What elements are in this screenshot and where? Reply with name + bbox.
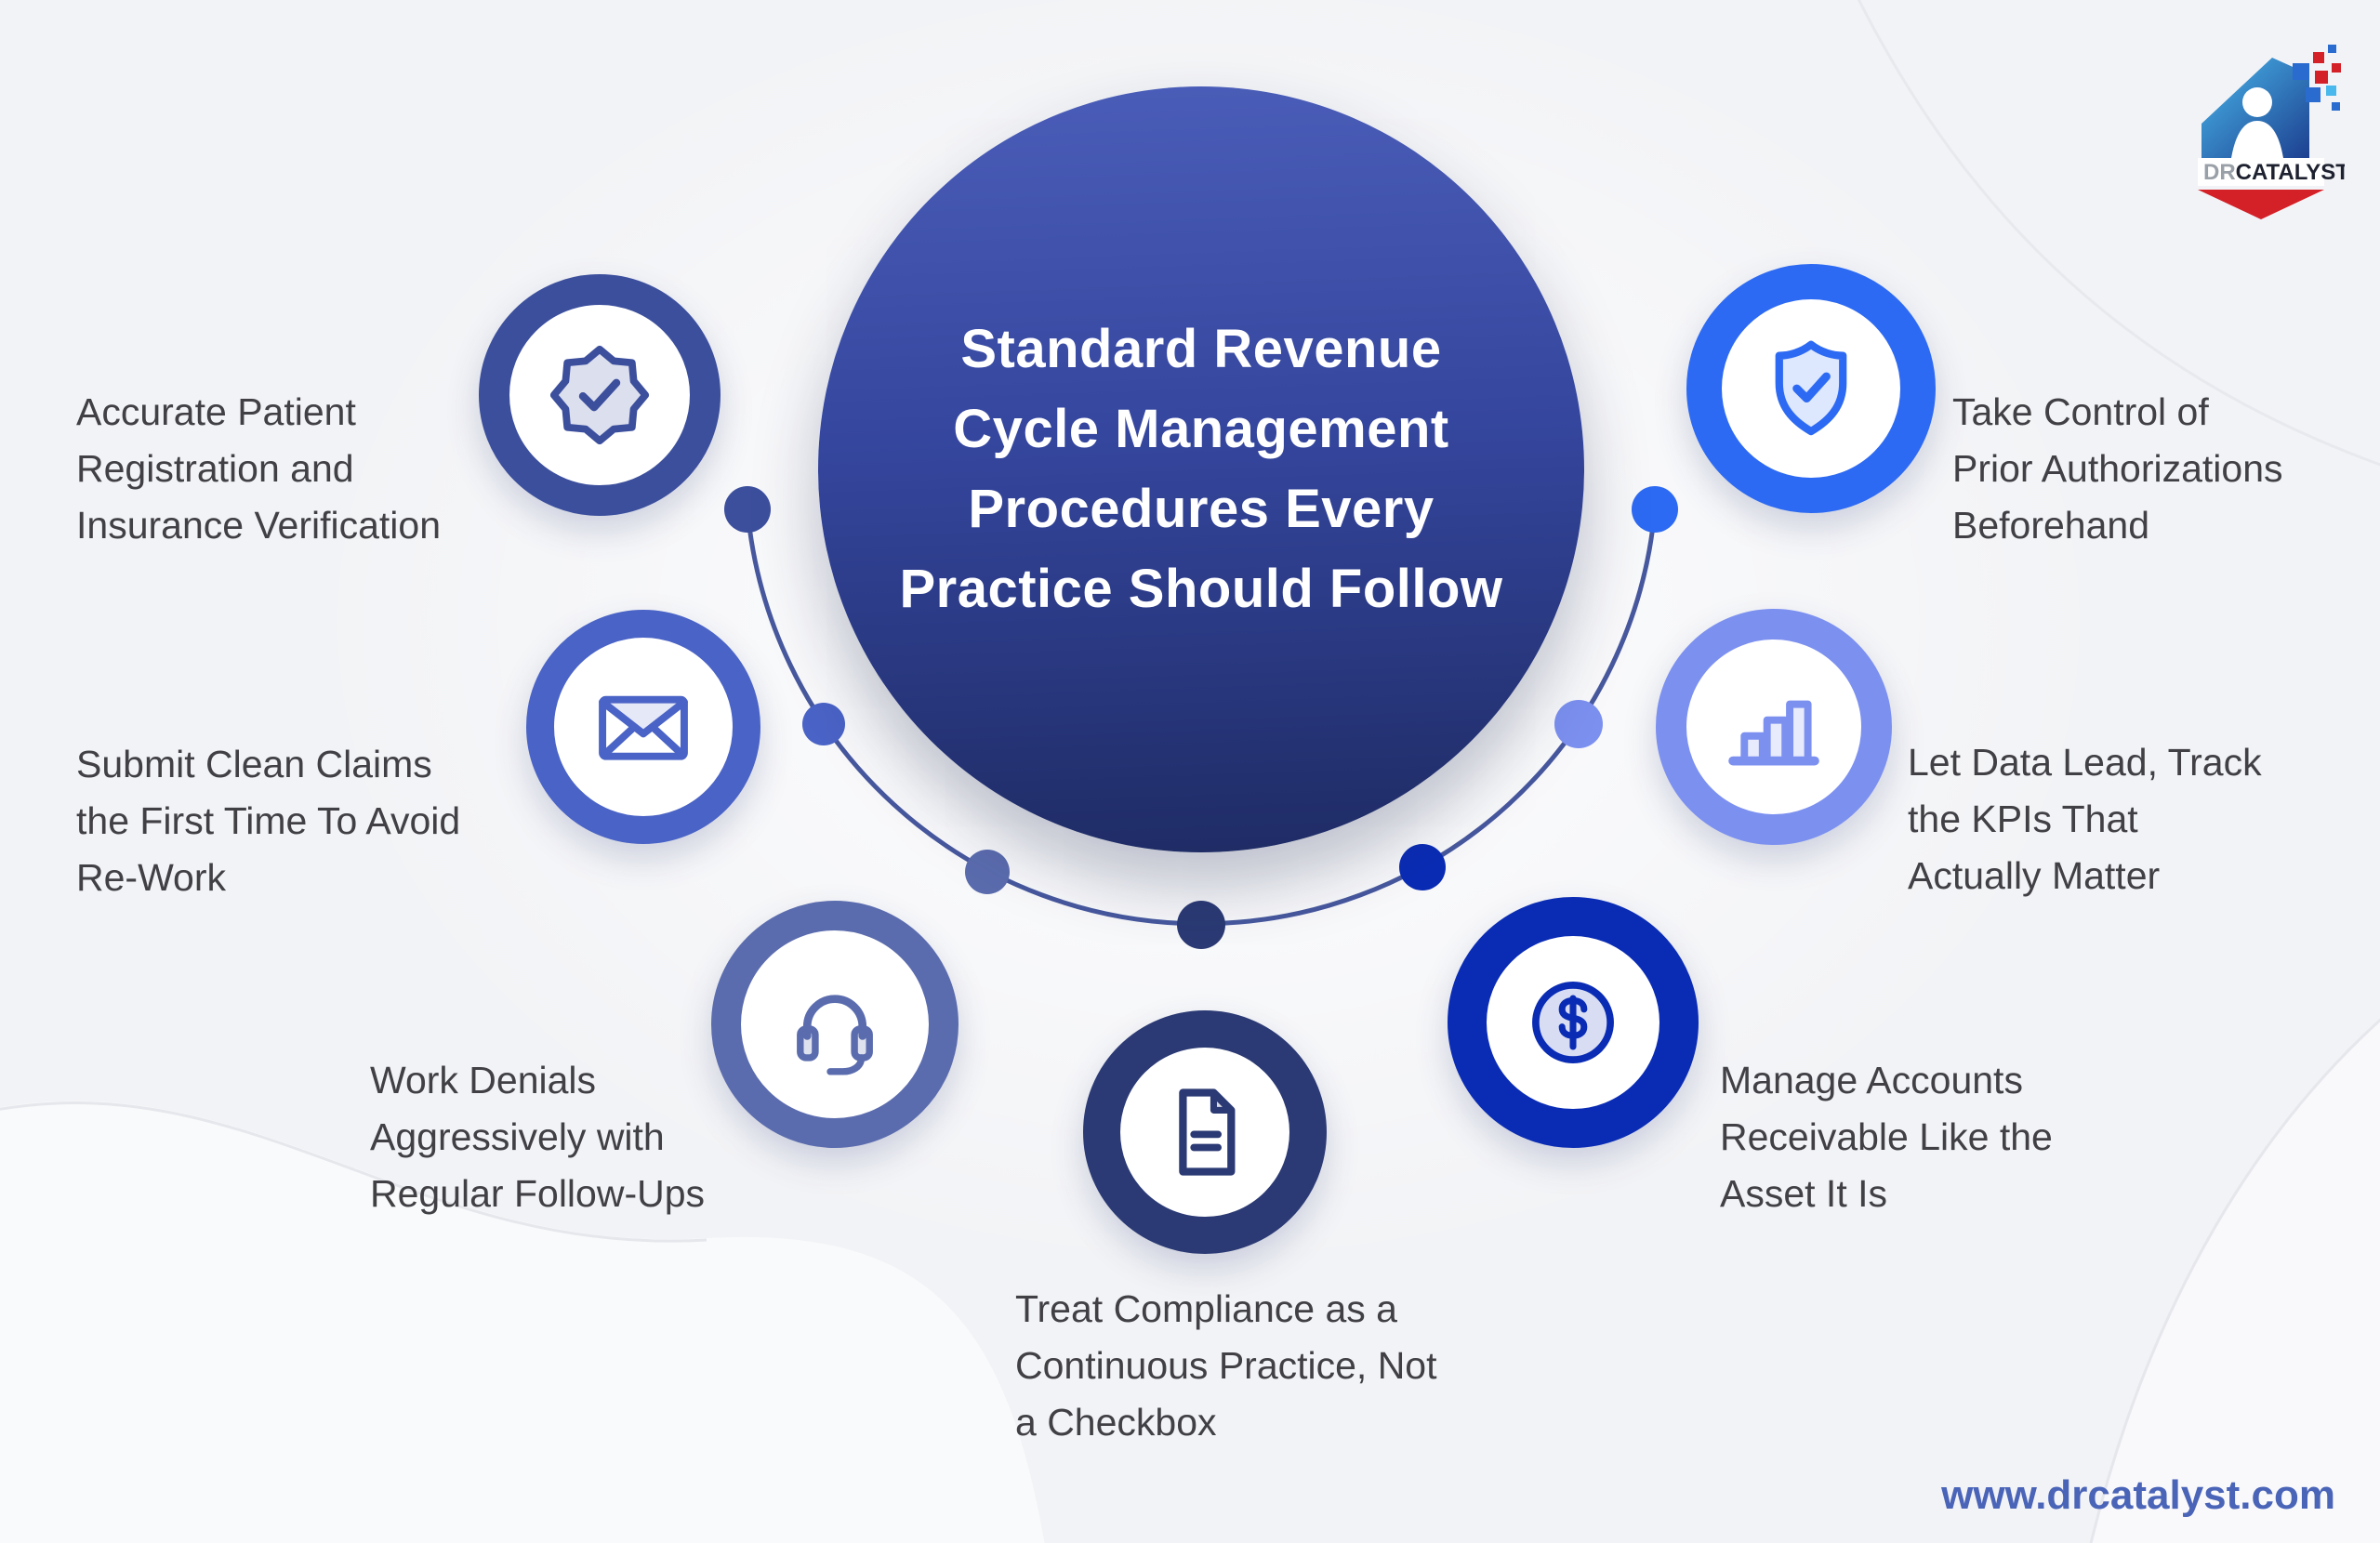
page-title: Standard Revenue Cycle Management Proced… — [899, 310, 1502, 629]
item-circle-compliance — [1083, 1010, 1327, 1254]
badge-check-icon — [549, 345, 650, 445]
item-circle-prior-authorizations — [1686, 264, 1936, 513]
arc-dot — [965, 850, 1010, 894]
envelope-icon — [599, 695, 688, 760]
logo-pixels — [2293, 45, 2341, 111]
item-circle-kpi-tracking — [1656, 609, 1892, 845]
shield-check-icon — [1775, 340, 1847, 436]
website-link[interactable]: www.drcatalyst.com — [1941, 1472, 2335, 1518]
document-icon — [1179, 1088, 1236, 1176]
doctor-silhouette — [2231, 87, 2283, 158]
label-prior-authorizations: Take Control of Prior Authorizations Bef… — [1952, 390, 2283, 547]
logo-wordmark: DRCATALYST — [2203, 160, 2345, 185]
item-circle-accounts-receivable — [1448, 897, 1699, 1148]
logo-band — [2198, 158, 2324, 186]
label-compliance: Treat Compliance as a Continuous Practic… — [1015, 1287, 1437, 1444]
label-accounts-receivable: Manage Accounts Receivable Like the Asse… — [1720, 1059, 2053, 1215]
arc-dot — [1177, 901, 1225, 949]
item-circle-clean-claims — [526, 610, 760, 844]
label-patient-registration: Accurate Patient Registration and Insura… — [76, 390, 442, 547]
dollar-icon — [1532, 982, 1614, 1063]
arc-dot — [802, 703, 845, 745]
headset-icon — [797, 995, 873, 1075]
title-line: Cycle Management — [953, 399, 1449, 459]
label-kpi-tracking: Let Data Lead, Track the KPIs That Actua… — [1908, 741, 2262, 897]
label-clean-claims: Submit Clean Claims the First Time To Av… — [76, 743, 461, 899]
title-line: Standard Revenue — [960, 319, 1442, 379]
drcatalyst-logo: DRCATALYST — [2190, 35, 2349, 221]
arc-dot — [1632, 486, 1678, 533]
label-work-denials: Work Denials Aggressively with Regular F… — [370, 1059, 706, 1215]
bar-chart-icon — [1728, 700, 1819, 766]
arc-dot — [1554, 700, 1603, 748]
title-line: Procedures Every — [968, 479, 1435, 539]
title-line: Practice Should Follow — [899, 559, 1503, 619]
item-circle-work-denials — [711, 901, 959, 1148]
arc-dot — [1399, 844, 1446, 890]
item-circle-patient-registration — [479, 274, 721, 516]
logo-arrow — [2198, 190, 2324, 219]
center-circle: Standard Revenue Cycle Management Proced… — [818, 86, 1584, 852]
arc-dot — [724, 486, 771, 533]
